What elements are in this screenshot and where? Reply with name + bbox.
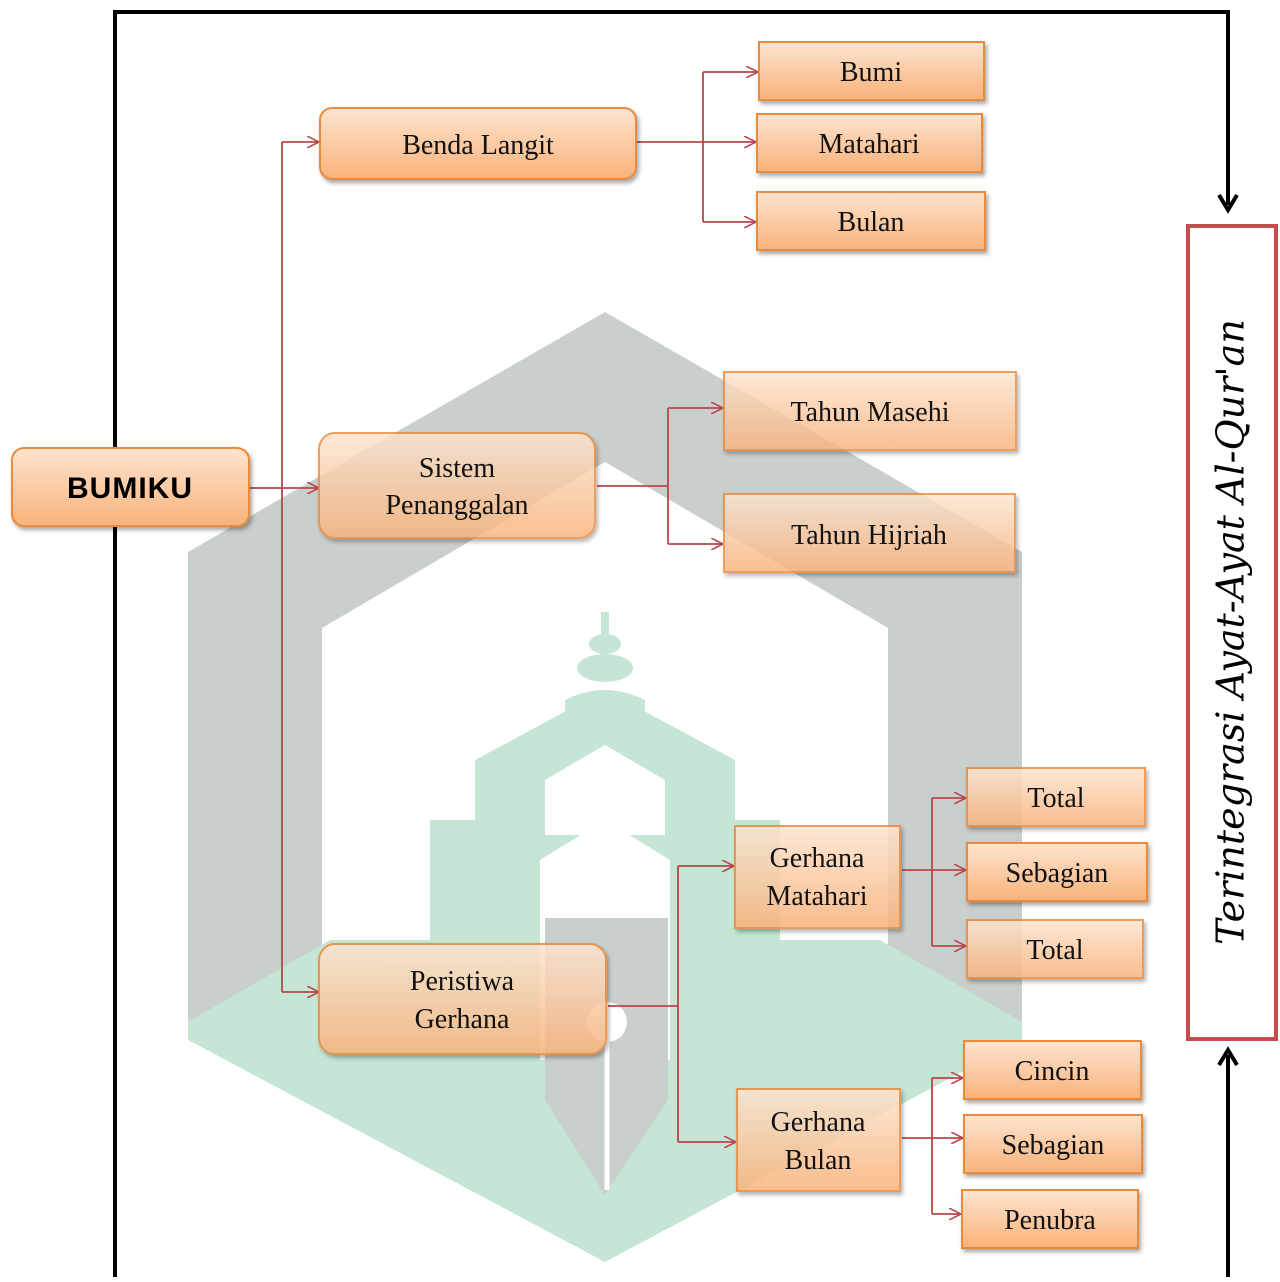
subbranch-label-line-2: Bulan [785,1145,852,1176]
subbranch-label-line-2: Matahari [766,881,867,912]
leaf-label: Sebagian [1002,1130,1105,1161]
leaf-label: Bulan [838,207,905,238]
leaf-bulan: Bulan [756,191,986,251]
subbranch-gerhana-bulan: Gerhana Bulan [736,1088,901,1192]
leaf-label: Penubra [1004,1205,1096,1236]
leaf-tahun-hijriah: Tahun Hijriah [723,493,1016,573]
leaf-label: Cincin [1015,1056,1090,1087]
leaf-gb-penubra: Penubra [961,1189,1139,1249]
branch-label-line-2: Gerhana [415,1004,510,1035]
branch-sistem-penanggalan: Sistem Penanggalan [318,432,596,539]
leaf-bumi: Bumi [758,41,985,101]
root-label: BUMIKU [67,472,193,505]
leaf-label: Bumi [840,57,902,88]
leaf-label: Total [1026,935,1083,966]
leaf-label: Total [1027,783,1084,814]
branch-benda-langit: Benda Langit [319,107,637,180]
leaf-label: Sebagian [1006,858,1109,889]
leaf-gm-sebagian: Sebagian [966,842,1148,902]
leaf-gb-cincin: Cincin [963,1040,1142,1100]
leaf-gm-total-2: Total [966,919,1144,979]
subbranch-label-line-1: Gerhana [771,1107,866,1138]
leaf-label: Matahari [818,129,919,160]
side-label-text: Terintegrasi Ayat-Ayat Al-Qur'an [1209,319,1253,945]
leaf-gm-total-1: Total [966,767,1146,827]
leaf-label: Tahun Hijriah [791,520,947,551]
leaf-matahari: Matahari [756,113,983,173]
subbranch-gerhana-matahari: Gerhana Matahari [734,825,901,929]
connectors [250,72,965,1214]
branch-label: Benda Langit [402,130,554,161]
outer-frame [113,10,1239,1277]
branch-label-line-2: Penanggalan [385,490,528,521]
root-node: BUMIKU [11,447,250,527]
leaf-label: Tahun Masehi [790,397,949,428]
branch-label-line-1: Peristiwa [410,966,515,997]
branch-label-line-1: Sistem [419,453,495,484]
frame-arrow-down-icon [1217,193,1239,214]
frame-arrow-up-icon [1217,1046,1239,1067]
leaf-gb-sebagian: Sebagian [963,1114,1143,1174]
subbranch-label-line-1: Gerhana [770,843,865,874]
side-label-box: Terintegrasi Ayat-Ayat Al-Qur'an [1186,224,1278,1041]
leaf-tahun-masehi: Tahun Masehi [723,371,1017,451]
branch-peristiwa-gerhana: Peristiwa Gerhana [318,943,607,1055]
